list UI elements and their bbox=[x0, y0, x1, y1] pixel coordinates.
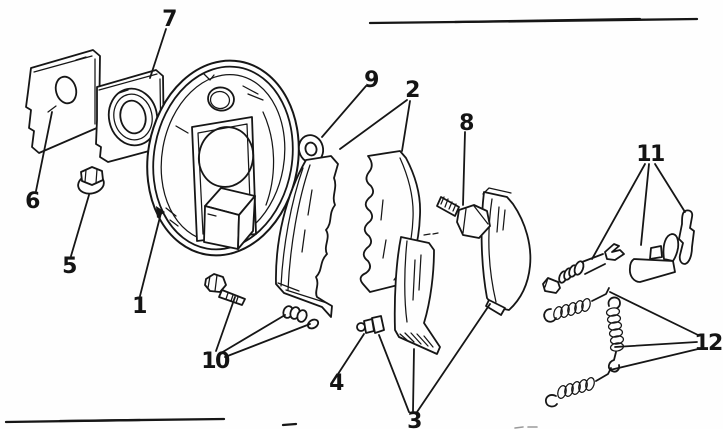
leader-9 bbox=[321, 85, 367, 138]
adjuster-strap bbox=[678, 209, 695, 265]
leader-12c bbox=[609, 348, 699, 371]
leader-12b bbox=[614, 341, 698, 348]
leader-2b bbox=[401, 100, 411, 152]
leader-3a bbox=[378, 334, 410, 413]
return-spring-upper bbox=[543, 287, 610, 323]
leader-11c bbox=[654, 163, 686, 213]
leader-2a bbox=[339, 99, 408, 150]
cylinder-block bbox=[203, 187, 256, 250]
callout-12: 12 bbox=[694, 331, 722, 356]
callout-4: 4 bbox=[329, 371, 344, 396]
page-rule-top-right bbox=[368, 17, 699, 25]
leader-10a bbox=[215, 296, 236, 352]
adjuster-screw bbox=[542, 243, 625, 294]
dust-shield-plate bbox=[25, 49, 101, 154]
callout-9: 9 bbox=[364, 68, 378, 93]
leader-6 bbox=[35, 111, 53, 192]
return-spring-lower bbox=[544, 367, 612, 408]
leader-8 bbox=[462, 131, 466, 206]
leader-10c bbox=[224, 323, 311, 358]
callout-11: 11 bbox=[636, 142, 664, 167]
clipped-caption-marks bbox=[514, 426, 538, 429]
callout-5: 5 bbox=[62, 254, 76, 279]
callout-2: 2 bbox=[405, 78, 419, 103]
leader-12a bbox=[609, 291, 699, 336]
leader-10b bbox=[220, 314, 286, 354]
page-rule-bottom-left bbox=[4, 417, 298, 427]
bleeder-screw bbox=[356, 315, 385, 334]
callout-8: 8 bbox=[459, 111, 473, 136]
leader-1-tip bbox=[156, 206, 165, 218]
leader-lines bbox=[35, 28, 699, 413]
leader-11b bbox=[640, 163, 650, 246]
return-spring-middle bbox=[605, 296, 625, 373]
hex-bolt bbox=[436, 196, 491, 239]
callout-3: 3 bbox=[407, 409, 421, 429]
bolt-and-pins bbox=[204, 273, 320, 330]
brake-shoe-lower bbox=[393, 232, 441, 355]
brake-shoe-right bbox=[480, 187, 532, 316]
callout-10: 10 bbox=[201, 349, 230, 374]
backing-plate bbox=[146, 59, 300, 257]
leader-3b bbox=[412, 348, 415, 412]
leader-7 bbox=[149, 28, 167, 79]
brake-shoe-front bbox=[275, 155, 339, 318]
leader-4 bbox=[337, 333, 365, 375]
leader-1 bbox=[139, 212, 162, 297]
callout-7: 7 bbox=[162, 7, 176, 32]
callout-1: 1 bbox=[132, 294, 146, 319]
leader-3c bbox=[416, 303, 491, 413]
adjuster-lever bbox=[628, 233, 680, 283]
axle-hole bbox=[197, 126, 255, 188]
rim-notch bbox=[203, 73, 215, 81]
leader-5 bbox=[70, 194, 90, 257]
washer-ring bbox=[297, 134, 325, 164]
leader-11a bbox=[591, 163, 646, 260]
callout-labels: 1 2 3 4 5 6 7 8 9 10 11 12 bbox=[25, 7, 723, 429]
callout-6: 6 bbox=[25, 189, 40, 214]
mounting-nut bbox=[77, 166, 105, 195]
